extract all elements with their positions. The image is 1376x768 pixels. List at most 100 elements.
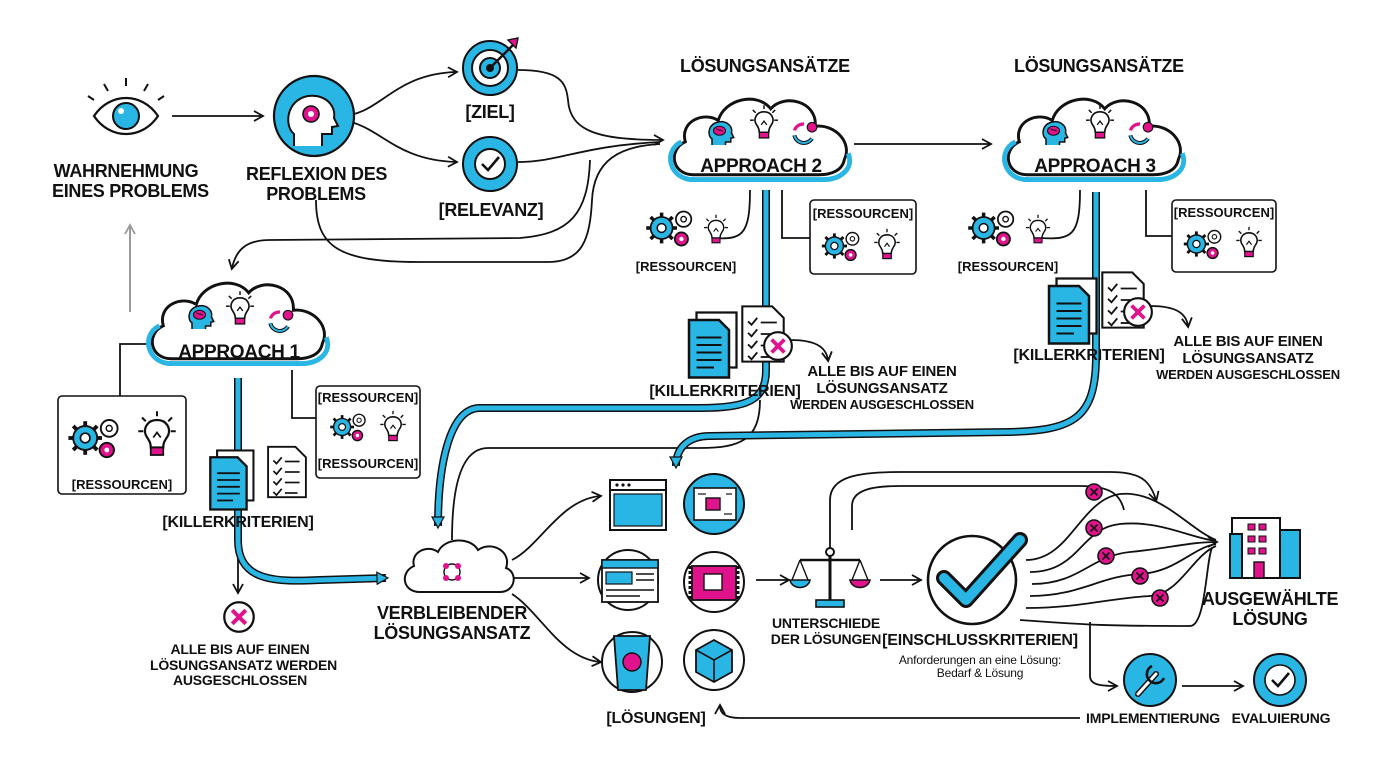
eye-icon: [87, 78, 165, 136]
webpage-layout-icon: [597, 549, 659, 611]
inclusion-sub-line-1: Anforderungen an eine Lösung:: [898, 653, 1062, 667]
inclusion-label: [EINSCHLUSSKRITERIEN]: [882, 632, 1078, 649]
excluded-3-label: ALLE BIS AUF EINEN LÖSUNGSANSATZ WERDEN …: [1150, 333, 1346, 382]
solutions-label: [LÖSUNGEN]: [606, 710, 706, 727]
resources-a1-left-label: [RESSOURCEN]: [71, 477, 173, 492]
arrow-killer2-excluded: [789, 339, 833, 363]
implementation-label: IMPLEMENTIERUNG: [1086, 710, 1220, 726]
head-gear-icon: [272, 74, 356, 158]
line-a3-res-left: [1039, 189, 1081, 240]
building-icon: [1229, 517, 1301, 579]
browser-window-icon: [609, 479, 667, 531]
line-a1-res-left: [119, 343, 152, 396]
differences-line-2: DER LÖSUNGEN: [770, 630, 882, 647]
scale-icon: [789, 547, 871, 608]
reject-x-icon: [1122, 296, 1154, 328]
gears-icon: [966, 209, 1016, 248]
brain-icon: [708, 120, 735, 146]
brain-icon: [188, 304, 215, 330]
perception-line-2: EINES PROBLEMS: [52, 181, 209, 202]
remaining-cloud-icon: [404, 539, 515, 593]
arrow-to-relevance: [339, 119, 459, 168]
resources-a2-right-label: [RESSOURCEN]: [812, 206, 914, 221]
excluded-1-line-2: LÖSUNGSANSATZ WERDEN: [150, 656, 338, 673]
reject-x-icon: [1097, 547, 1115, 565]
check-icon: [462, 136, 518, 192]
line-a2-res-right: [781, 190, 810, 239]
loop-top-outer: [829, 471, 1160, 556]
excluded-3-line-1: ALLE BIS AUF EINEN: [1173, 333, 1323, 350]
relevance-label: [RELEVANZ]: [438, 200, 544, 220]
differences-line-1: UNTERSCHIEDE: [771, 615, 881, 631]
flow-3: [1031, 536, 1219, 585]
excluded-1-line-1: ALLE BIS AUF EINEN: [170, 641, 310, 657]
resources-box-a1-right: [315, 385, 421, 479]
package-box-icon: [683, 629, 745, 691]
selected-line-2: LÖSUNG: [1232, 609, 1308, 630]
approach-1-label: APPROACH 1: [178, 342, 300, 363]
reject-x-icon: [1131, 567, 1149, 585]
approaches-heading-2: LÖSUNGSANSÄTZE: [680, 56, 850, 76]
arrow-back-to-solutions: [714, 703, 1080, 719]
connectors: [119, 66, 1245, 719]
inclusion-sub-label: Anforderungen an eine Lösung: Bedarf & L…: [880, 653, 1080, 681]
reject-x-icon: [1085, 519, 1103, 537]
killer-1-label: [KILLERKRITERIEN]: [162, 514, 314, 531]
evaluation-label: EVALUIERUNG: [1231, 710, 1331, 726]
selected-solution-label: AUSGEWÄHLTE LÖSUNG: [1200, 589, 1340, 629]
remaining-line-2: LÖSUNGSANSATZ: [373, 623, 531, 644]
resources-a2-left-label: [RESSOURCEN]: [635, 259, 737, 274]
excluded-2-line-3: WERDEN AUSGESCHLOSSEN: [790, 396, 974, 412]
loop-top-inner: [851, 485, 1125, 530]
goal-label: [ZIEL]: [465, 102, 515, 122]
reject-x-icon: [1085, 483, 1103, 501]
line-killer2-remaining: [451, 399, 761, 541]
approach-3-label: APPROACH 3: [1034, 156, 1156, 177]
document-icon: [1047, 277, 1098, 345]
resources-a3-left-label: [RESSOURCEN]: [957, 259, 1059, 274]
excluded-3-line-2: LÖSUNGSANSATZ: [1182, 349, 1314, 367]
gears-icon: [644, 209, 694, 248]
document-icon: [687, 311, 738, 379]
reflection-label: REFLEXION DES PROBLEMS: [246, 164, 388, 205]
arrow-killer3-excluded: [1149, 305, 1193, 329]
perception-line-1: WAHRNEHMUNG: [53, 161, 199, 181]
resources-a3-right-label: [RESSOURCEN]: [1173, 205, 1275, 220]
flow-5: [1025, 545, 1217, 609]
excluded-2-line-1: ALLE BIS AUF EINEN: [807, 363, 957, 380]
reflection-line-1: REFLEXION DES: [246, 164, 388, 184]
inclusion-sub-line-2: Bedarf & Lösung: [936, 666, 1024, 681]
blue-flows: [234, 190, 1100, 586]
approach-2-label: APPROACH 2: [700, 156, 822, 177]
app-package-icon: [683, 551, 745, 613]
approaches-heading-3: LÖSUNGSANSÄTZE: [1014, 56, 1184, 76]
reject-x-icon: [762, 330, 794, 362]
excluded-2-label: ALLE BIS AUF EINEN LÖSUNGSANSATZ WERDEN …: [784, 363, 980, 412]
perception-label: WAHRNEHMUNG EINES PROBLEMS: [52, 161, 209, 202]
arrow-relevance-to-approach2: [517, 141, 661, 163]
excluded-1-label: ALLE BIS AUF EINEN LÖSUNGSANSATZ WERDEN …: [150, 641, 338, 689]
excluded-3-line-3: WERDEN AUSGESCHLOSSEN: [1156, 366, 1340, 382]
big-checkmark-icon: [926, 532, 1028, 626]
flow-2: [1029, 522, 1217, 573]
arrow-to-solution-1: [511, 491, 603, 561]
wrench-icon: [1123, 653, 1177, 707]
killer-3-label: [KILLERKRITERIEN]: [1013, 347, 1165, 364]
arrow-to-approach1: [227, 159, 591, 271]
arrow-to-implementation: [1089, 622, 1119, 692]
target-icon: [462, 37, 519, 96]
document-icon: [209, 449, 255, 511]
excluded-2-line-2: LÖSUNGSANSATZ: [816, 379, 948, 397]
killer-2-label: [KILLERKRITERIEN]: [649, 383, 801, 400]
loop-reflection: [315, 143, 661, 263]
brain-icon: [1042, 120, 1069, 146]
circuit-board-icon: [683, 473, 745, 535]
differences-label: UNTERSCHIEDE DER LÖSUNGEN: [766, 615, 886, 647]
excluded-1-line-3: AUSGESCHLOSSEN: [172, 672, 308, 689]
flow-6: [1019, 547, 1213, 627]
remaining-label: VERBLEIBENDER LÖSUNGSANSATZ: [372, 603, 532, 643]
reflection-line-2: PROBLEMS: [266, 184, 366, 205]
arrow-to-solution-3: [511, 593, 603, 667]
arrow-goal-to-approach2: [517, 69, 665, 146]
